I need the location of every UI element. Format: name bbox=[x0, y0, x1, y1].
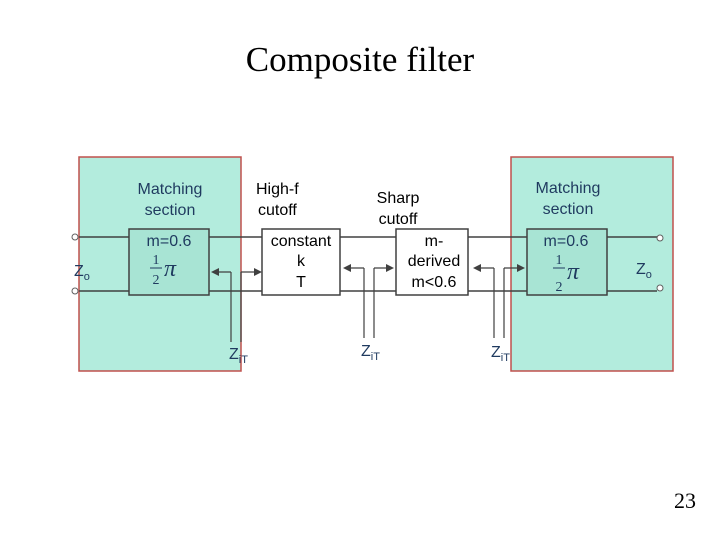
left-m-value: m=0.6 bbox=[147, 233, 192, 250]
m-derived-line2: derived bbox=[408, 253, 460, 270]
zit-2-symbol: Z bbox=[361, 343, 371, 360]
left-frac-den: 2 bbox=[153, 273, 160, 288]
terminal-left-bottom bbox=[71, 287, 79, 295]
left-zo-symbol: Z bbox=[74, 263, 84, 280]
terminals bbox=[71, 233, 664, 295]
zit-2-sub: iT bbox=[371, 351, 380, 363]
left-heading-line2: section bbox=[145, 202, 196, 219]
zit-3-sub: iT bbox=[501, 352, 510, 364]
right-frac-den: 2 bbox=[556, 280, 563, 295]
high-f-label-line2: cutoff bbox=[258, 202, 297, 219]
left-frac-num: 1 bbox=[153, 253, 160, 268]
terminal-right-bottom bbox=[656, 284, 664, 292]
right-zo-label: Zo bbox=[636, 261, 652, 281]
slide-title: Composite filter bbox=[245, 40, 475, 79]
terminal-left-top bbox=[71, 233, 79, 241]
zit-pointers bbox=[214, 267, 522, 342]
zit-label-3: ZiT bbox=[491, 344, 510, 364]
left-zo-label: Zo bbox=[74, 263, 90, 283]
right-zo-symbol: Z bbox=[636, 261, 646, 278]
right-heading-line1: Matching bbox=[536, 180, 601, 197]
constant-k-line1: constant bbox=[271, 233, 332, 250]
left-zo-sub: o bbox=[84, 271, 90, 283]
constant-k-box bbox=[261, 228, 341, 296]
m-derived-line1: m- bbox=[425, 233, 444, 250]
terminal-right-top bbox=[656, 234, 664, 242]
left-pi-symbol: π bbox=[164, 256, 177, 282]
zit-1-sub: iT bbox=[239, 354, 248, 366]
right-m-value: m=0.6 bbox=[544, 233, 589, 250]
zit-arrowheads bbox=[211, 264, 525, 276]
constant-k-line2: k bbox=[297, 253, 306, 270]
right-half-pi-box bbox=[526, 228, 608, 296]
right-heading-line2: section bbox=[543, 201, 594, 218]
high-f-label-line1: High-f bbox=[256, 181, 299, 198]
constant-k-line3: T bbox=[296, 274, 306, 291]
right-pi-symbol: π bbox=[567, 259, 580, 285]
sharp-label-line1: Sharp bbox=[377, 190, 420, 207]
zit-label-1: ZiT bbox=[229, 346, 248, 366]
right-zo-sub: o bbox=[646, 269, 652, 281]
sharp-label-line2: cutoff bbox=[379, 211, 418, 228]
zit-label-2: ZiT bbox=[361, 343, 380, 363]
m-derived-line3: m<0.6 bbox=[412, 274, 457, 291]
zit-1-symbol: Z bbox=[229, 346, 239, 363]
left-heading-line1: Matching bbox=[138, 181, 203, 198]
m-derived-box bbox=[395, 228, 469, 296]
left-half-pi-box bbox=[128, 228, 210, 296]
zit-3-symbol: Z bbox=[491, 344, 501, 361]
page-number: 23 bbox=[674, 488, 696, 513]
right-frac-num: 1 bbox=[556, 253, 563, 268]
